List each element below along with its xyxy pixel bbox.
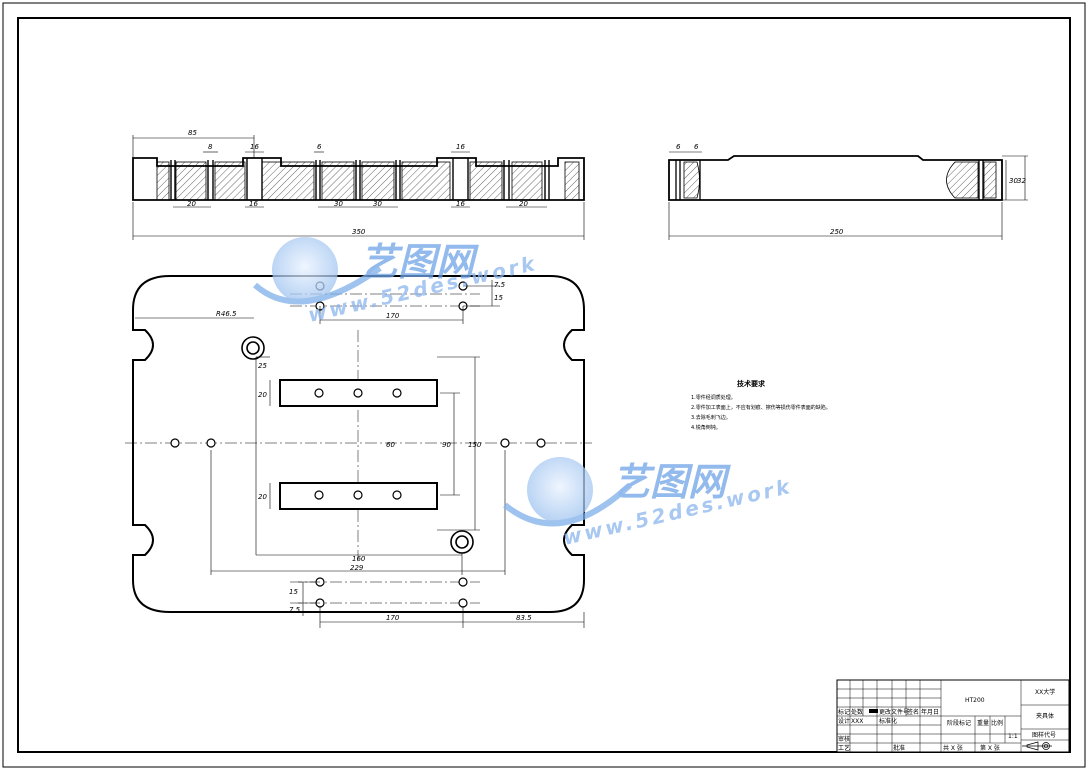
- dim-7-5-bottom: 7.5: [289, 606, 301, 614]
- dim-side-6-right: 6: [694, 143, 699, 151]
- dim-83-5: 83.5: [516, 614, 532, 622]
- plan-view: R46.5 170 7.5 15 25 20 20 60 90 150 160 …: [125, 275, 592, 628]
- tb-part-name: 夹具体: [1036, 712, 1054, 720]
- watermark-cn-lower: 艺图网: [612, 460, 731, 504]
- tb-designer-name: XXX: [851, 718, 863, 725]
- inner-border: [17, 17, 1071, 753]
- dim-15-top: 15: [494, 294, 503, 302]
- dim-20-left: 20: [187, 200, 196, 208]
- dim-85: 85: [188, 129, 197, 137]
- tech-line-3: 3.去除毛刺飞边。: [691, 414, 731, 421]
- dim-150: 150: [468, 441, 482, 449]
- dim-side-250: 250: [830, 228, 844, 236]
- tb-sheet-no: 第 X 张: [980, 744, 1000, 752]
- tech-line-4: 4.锐角倒钝。: [691, 424, 721, 431]
- dim-30-right: 30: [373, 200, 382, 208]
- side-view: 6 6 30 32 250: [668, 143, 1028, 240]
- dim-r46-5: R46.5: [216, 310, 237, 318]
- dim-side-30: 30: [1009, 177, 1018, 185]
- tb-stage-mark: 阶段标记: [947, 719, 971, 727]
- dim-350: 350: [352, 228, 366, 236]
- dim-170-top: 170: [386, 312, 400, 320]
- dim-20-upper-slot: 20: [258, 391, 267, 399]
- dim-16-top-left: 16: [250, 143, 259, 151]
- dim-8: 8: [208, 143, 213, 151]
- tb-material: HT200: [965, 697, 985, 704]
- dim-16-bottom-left: 16: [249, 200, 258, 208]
- dim-side-32: 32: [1017, 177, 1026, 185]
- dim-30-left: 30: [334, 200, 343, 208]
- dim-229: 229: [350, 564, 364, 572]
- tb-change-doc: 更改文件号: [879, 708, 909, 716]
- tb-drawing-no: 图样代号: [1032, 731, 1056, 739]
- tb-process: 工艺: [838, 744, 850, 752]
- tb-count: 处数: [851, 708, 863, 716]
- tb-weight: 重量: [977, 719, 989, 727]
- tb-approve: 批准: [893, 744, 905, 752]
- tb-sheet-total: 共 X 张: [943, 744, 963, 752]
- dim-20-lower-slot: 20: [258, 493, 267, 501]
- dim-16-bottom-right: 16: [456, 200, 465, 208]
- dim-160: 160: [352, 555, 366, 563]
- title-block: 标记 处数 更改文件号 签名 年月日 设计 XXX 标准化 审核 工艺 批准 H…: [836, 679, 1070, 753]
- dim-7-5-top: 7.5: [494, 281, 506, 289]
- dim-90: 90: [442, 441, 451, 449]
- technical-requirements: 技术要求 1.零件经调质处理。 2.零件加工表面上，不应有划痕、擦伤等损伤零件表…: [691, 379, 831, 431]
- tb-standardize: 标准化: [879, 717, 897, 725]
- dim-side-6-left: 6: [676, 143, 681, 151]
- dim-6: 6: [317, 143, 322, 151]
- projection-symbol-icon: [1022, 741, 1052, 751]
- watermark-cn-upper: 艺图网: [360, 240, 479, 284]
- tb-designer: 设计: [838, 717, 850, 725]
- tech-line-1: 1.零件经调质处理。: [691, 394, 736, 401]
- tb-date: 年月日: [921, 708, 939, 716]
- tb-scale-label: 比例: [991, 719, 1003, 727]
- tb-review: 审核: [838, 735, 850, 743]
- dim-25: 25: [258, 362, 267, 370]
- tb-university: XX大学: [1035, 688, 1055, 696]
- dim-20-right: 20: [519, 200, 528, 208]
- dim-60: 60: [386, 441, 395, 449]
- tb-scale: 1:1: [1008, 733, 1018, 740]
- dim-16-top-right: 16: [456, 143, 465, 151]
- upper-slot: [279, 379, 438, 407]
- dim-15-bottom: 15: [289, 588, 298, 596]
- dim-170-bottom: 170: [386, 614, 400, 622]
- tech-title: 技术要求: [737, 379, 766, 388]
- tb-mark: 标记: [838, 708, 850, 716]
- tech-line-2: 2.零件加工表面上，不应有划痕、擦伤等损伤零件表面的缺陷。: [691, 404, 831, 411]
- designer-marker: [869, 709, 878, 713]
- tb-sign: 签名: [907, 708, 919, 716]
- globe-icon: [272, 237, 338, 303]
- front-section-view: 85 8 16 6 16 20 16 30 30 16 20 350: [132, 129, 585, 240]
- globe-icon: [527, 457, 593, 523]
